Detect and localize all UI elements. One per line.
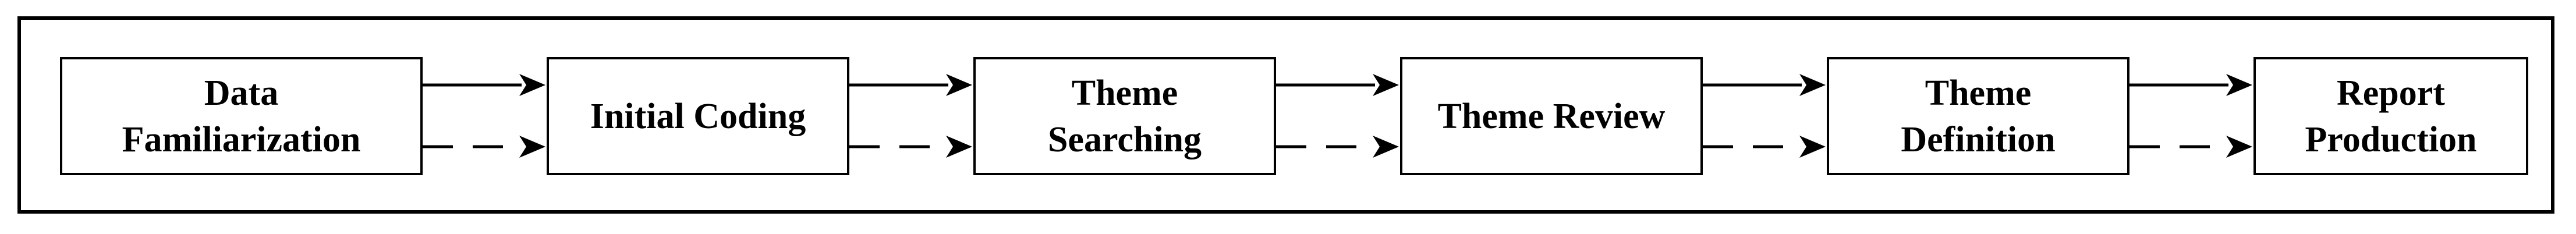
stage-label: Theme Review (1437, 96, 1666, 136)
stage-theme-searching: Theme Searching (973, 57, 1276, 175)
stage-data-familiarization: Data Familiarization (60, 57, 423, 175)
stage-theme-review: Theme Review (1400, 57, 1703, 175)
solid-arrowhead (1373, 74, 1399, 96)
connector-1 (423, 57, 547, 175)
stage-label: Theme Searching (1047, 73, 1202, 159)
dashed-arrowhead (2226, 136, 2252, 158)
connector-arrows (849, 74, 972, 158)
connector-arrows (423, 74, 545, 158)
solid-arrowhead (946, 74, 972, 96)
dashed-arrowhead (519, 136, 545, 158)
stage-initial-coding: Initial Coding (547, 57, 849, 175)
solid-arrowhead (2226, 74, 2252, 96)
connector-arrows (2129, 74, 2252, 158)
connector-4 (1703, 57, 1827, 175)
connector-arrows (1276, 74, 1399, 158)
stage-theme-definition: Theme Definition (1827, 57, 2129, 175)
dashed-arrowhead (1373, 136, 1399, 158)
diagram-frame (17, 16, 2554, 214)
solid-arrowhead (1799, 74, 1826, 96)
stage-label: Theme Definition (1901, 73, 2056, 159)
solid-arrowhead (519, 74, 545, 96)
connector-arrows (1703, 74, 1826, 158)
connector-5 (2129, 57, 2253, 175)
stage-label: Initial Coding (590, 96, 806, 136)
connector-3 (1276, 57, 1400, 175)
dashed-arrowhead (946, 136, 972, 158)
stage-label: Report Production (2305, 73, 2477, 159)
connector-2 (849, 57, 973, 175)
stage-report-production: Report Production (2253, 57, 2528, 175)
dashed-arrowhead (1799, 136, 1826, 158)
stage-label: Data Familiarization (122, 73, 361, 159)
process-flow: Data Familiarization Initial Coding Them… (60, 57, 2528, 175)
